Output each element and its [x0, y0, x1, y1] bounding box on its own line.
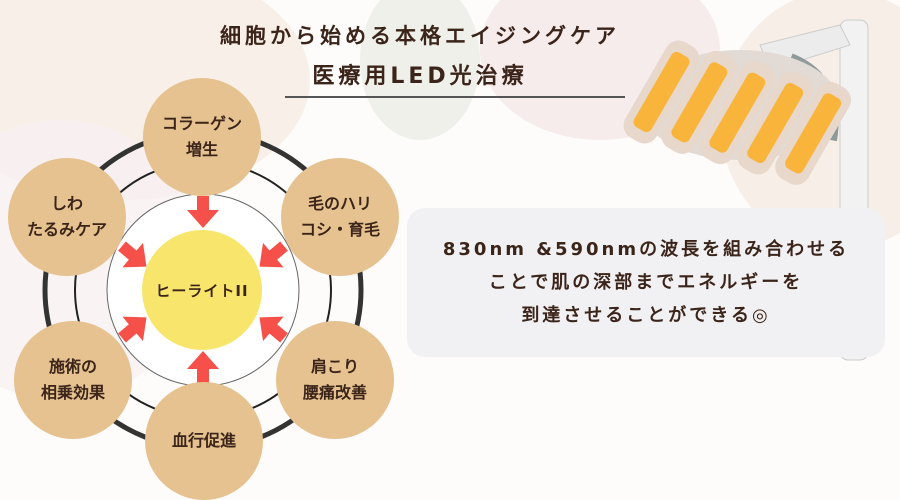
center-product-label: ヒーライトII — [142, 230, 262, 350]
benefit-wrinkles: しわ たるみケア — [8, 158, 126, 276]
benefit-line: 腰痛改善 — [302, 383, 367, 402]
benefit-line: 相乗効果 — [40, 383, 105, 402]
benefit-line: 血行促進 — [171, 431, 236, 450]
benefit-line: 増生 — [185, 140, 218, 159]
benefit-shoulder-back: 肩こり 腰痛改善 — [276, 321, 394, 439]
benefit-line: 肩こり — [310, 357, 359, 376]
info-line-1: 830nm &590nmの波長を組み合わせる — [442, 239, 850, 260]
title-line-2: 医療用LED光治療 — [312, 64, 528, 89]
benefit-collagen: コラーゲン 増生 — [143, 78, 261, 196]
arrow-left-down-icon — [259, 241, 288, 268]
info-box: 830nm &590nmの波長を組み合わせる ことで肌の深部までエネルギーを 到… — [407, 208, 885, 357]
benefit-line: コラーゲン — [161, 114, 242, 133]
title-line-1: 細胞から始める本格エイジングケア — [220, 24, 620, 48]
led-lamp-image — [623, 19, 869, 361]
benefit-circulation: 血行促進 — [145, 382, 263, 500]
title-divider — [285, 96, 625, 98]
benefit-line: たるみケア — [26, 220, 107, 239]
benefit-synergy: 施術の 相乗効果 — [14, 321, 132, 439]
benefit-line: 毛のハリ — [307, 194, 372, 213]
arrow-right-up-icon — [118, 316, 147, 343]
arrow-right-down-icon — [118, 241, 147, 268]
info-line-3: 到達させることができる◎ — [521, 305, 771, 326]
benefit-line: しわ — [50, 194, 83, 213]
arrow-left-up-icon — [259, 316, 288, 343]
arrow-up-icon — [187, 351, 219, 383]
info-line-2: ことで肌の深部までエネルギーを — [488, 272, 804, 293]
benefit-line: コシ・育毛 — [299, 220, 380, 239]
benefit-hair: 毛のハリ コシ・育毛 — [281, 158, 399, 276]
benefit-line: 施術の — [48, 357, 97, 376]
arrow-down-icon — [187, 196, 219, 228]
